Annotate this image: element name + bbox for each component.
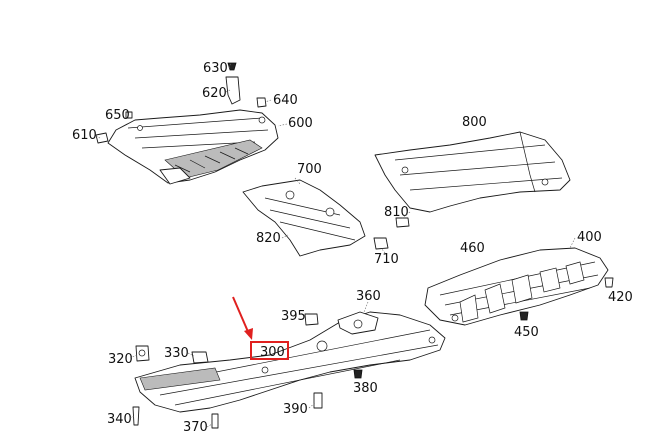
label-450: 450 xyxy=(514,325,539,340)
label-620: 620 xyxy=(202,86,227,101)
label-300: 300 xyxy=(260,345,285,360)
part-700-center-panel xyxy=(242,179,366,257)
label-800: 800 xyxy=(462,115,487,130)
label-340: 340 xyxy=(107,412,132,427)
label-360: 360 xyxy=(356,289,381,304)
label-390: 390 xyxy=(283,402,308,417)
label-820: 820 xyxy=(256,231,281,246)
label-460: 460 xyxy=(460,241,485,256)
fastener-group-front xyxy=(95,62,267,144)
label-610: 610 xyxy=(72,128,97,143)
leader-lines xyxy=(95,62,576,428)
label-400: 400 xyxy=(577,230,602,245)
highlight-marker xyxy=(232,296,289,360)
label-650: 650 xyxy=(105,108,130,123)
label-600: 600 xyxy=(288,116,313,131)
fastener-420-450 xyxy=(519,277,614,321)
label-395: 395 xyxy=(281,309,306,324)
label-320: 320 xyxy=(108,352,133,367)
label-710: 710 xyxy=(374,252,399,267)
callout-labels: 630 620 640 650 610 600 800 700 810 820 … xyxy=(72,61,633,435)
label-700: 700 xyxy=(297,162,322,177)
clip-810-710 xyxy=(373,217,410,250)
label-810: 810 xyxy=(384,205,409,220)
part-400-rear-shield xyxy=(424,247,609,326)
label-630: 630 xyxy=(203,61,228,76)
part-300-main-panel xyxy=(134,311,446,413)
label-420: 420 xyxy=(608,290,633,305)
label-380: 380 xyxy=(353,381,378,396)
label-370: 370 xyxy=(183,420,208,435)
label-330: 330 xyxy=(164,346,189,361)
fasteners-rear-group xyxy=(132,313,363,429)
label-640: 640 xyxy=(273,93,298,108)
part-800-heat-shield xyxy=(374,131,571,213)
part-600-front-shield xyxy=(107,109,279,185)
